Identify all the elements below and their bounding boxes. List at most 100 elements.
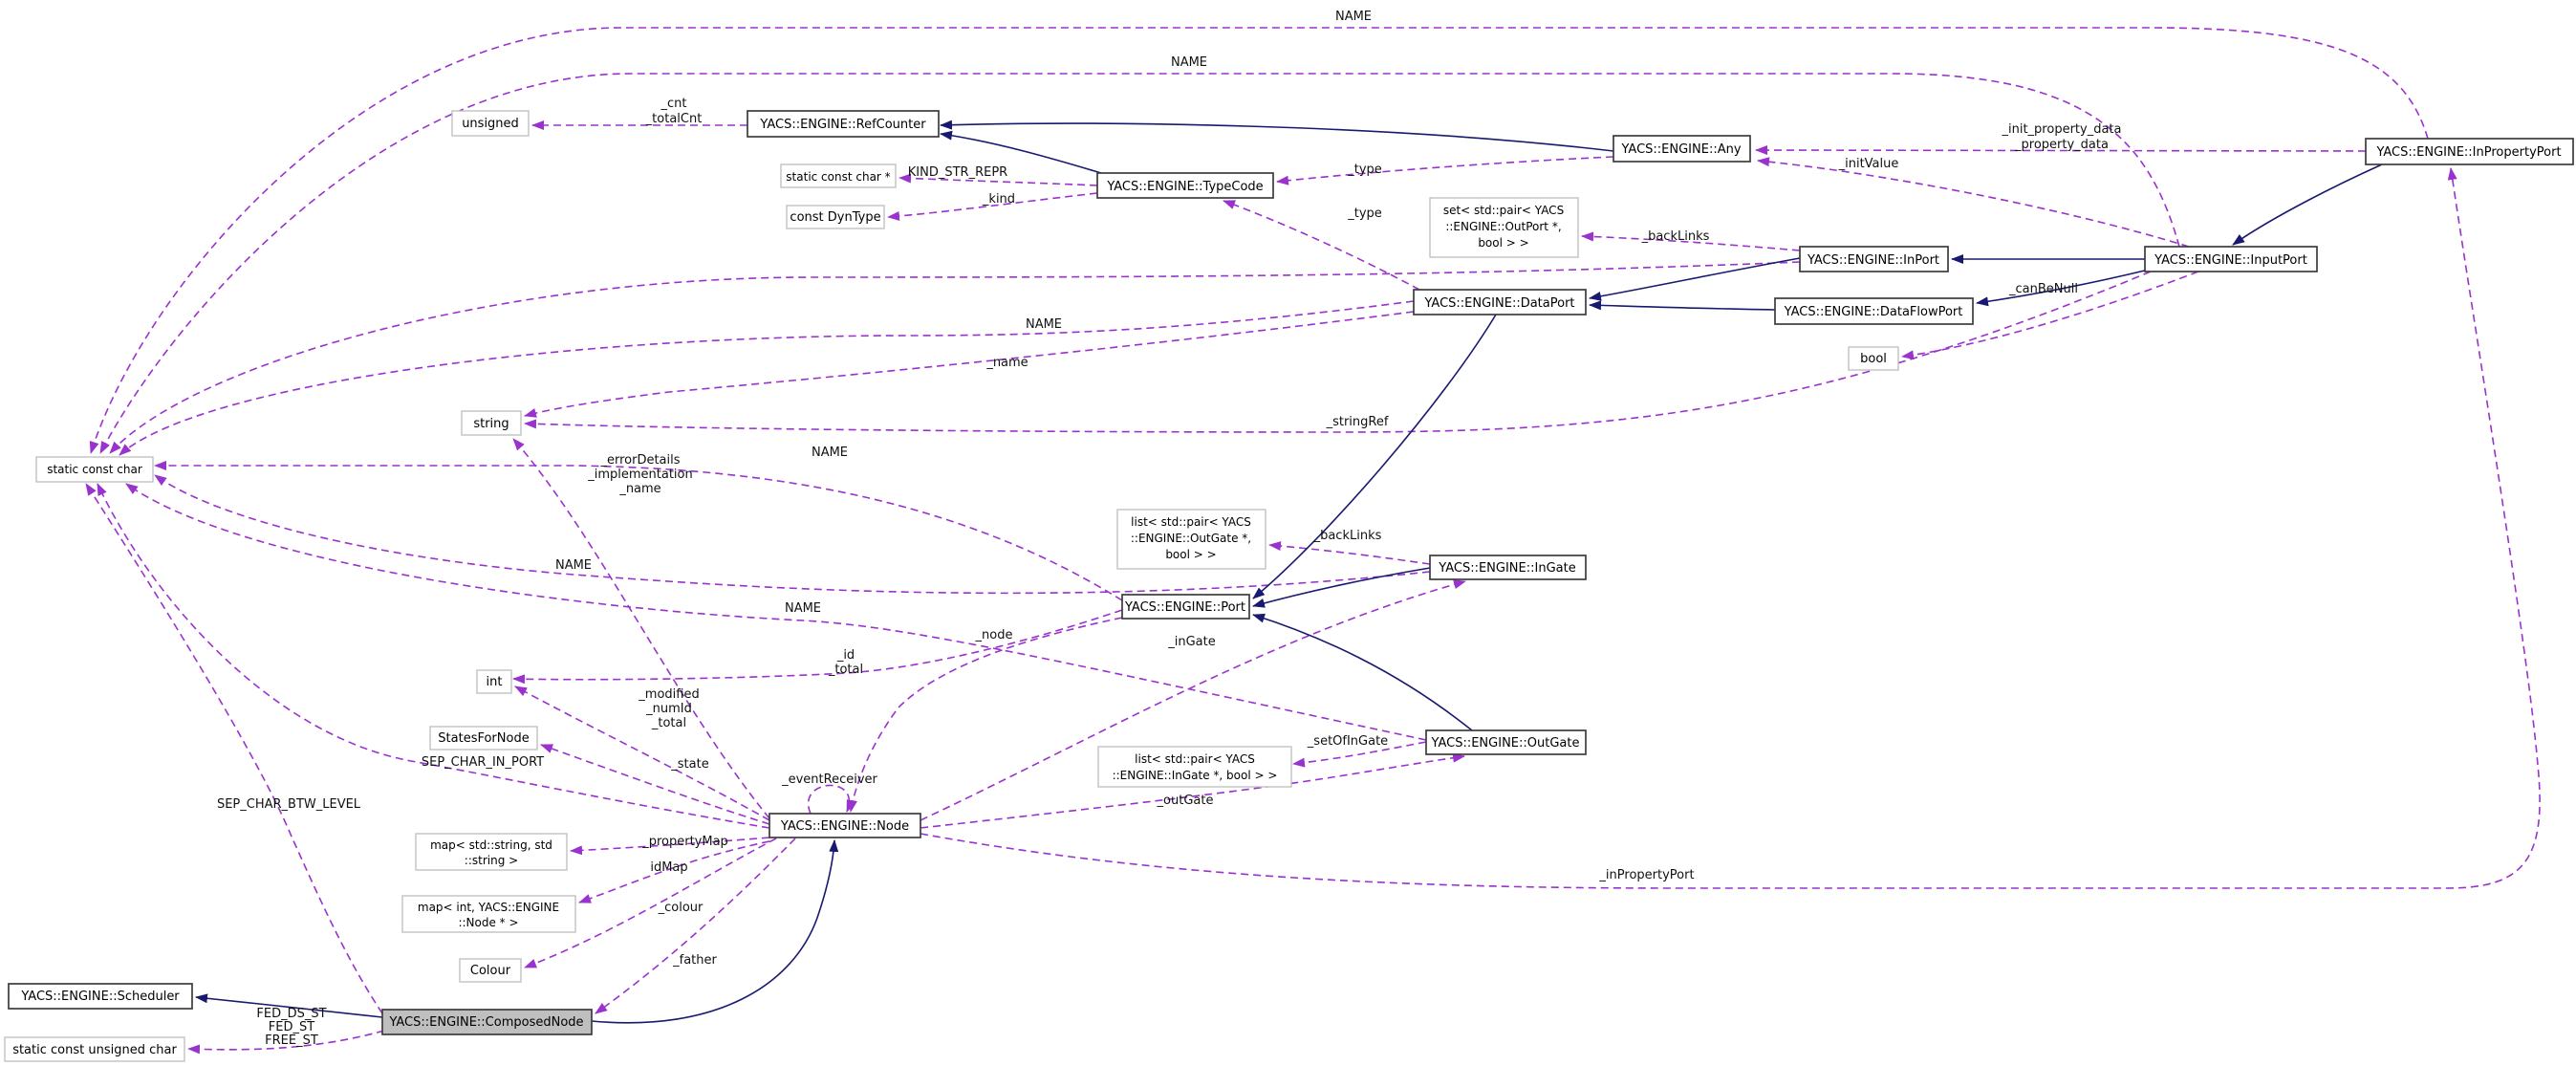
node-ingate[interactable]: YACS::ENGINE::InGate: [1429, 555, 1587, 580]
edge-label-init-property-data: _init_property_data: [2002, 122, 2122, 137]
edge-inpropertyport-ref: [920, 167, 2541, 889]
edge-labels: NAME NAME _cnt _totalCnt KIND_STR_REPR _…: [217, 10, 2122, 1048]
edge-stringref: [524, 271, 2152, 433]
node-static-const-unsigned-char: static const unsigned char: [4, 1036, 185, 1062]
edge-label-free-st: FREE_ST: [265, 1033, 318, 1048]
node-outgate[interactable]: YACS::ENGINE::OutGate: [1425, 729, 1587, 755]
node-int-label: int: [487, 675, 503, 689]
edge-label-setofingate: _setOfInGate: [1307, 734, 1388, 749]
node-statesfornode-label: StatesForNode: [438, 731, 529, 746]
edge-canbenull: [1901, 271, 2199, 360]
edge-label-property-data: _property_data: [2014, 138, 2109, 152]
node-static-const-unsigned-char-label: static const unsigned char: [12, 1043, 177, 1057]
edge-type-dataport: [1223, 200, 1420, 291]
node-set-outport-line2: ::ENGINE::OutPort *,: [1445, 220, 1561, 233]
edge-label-name-6: NAME: [785, 601, 821, 616]
node-list-outgate-line3: bool > >: [1165, 548, 1216, 561]
node-static-const-char-label: static const char: [47, 463, 142, 476]
node-typecode[interactable]: YACS::ENGINE::TypeCode: [1096, 172, 1274, 199]
edge-kind: [887, 192, 1098, 222]
node-static-const-char: static const char: [35, 456, 154, 483]
node-static-const-char-ptr-label: static const char *: [786, 170, 890, 184]
node-set-outport-line3: bool > >: [1478, 236, 1528, 250]
edge-label-propertymap: _propertyMap: [641, 835, 728, 849]
edge-label-sep-char-btw-level: SEP_CHAR_BTW_LEVEL: [217, 797, 361, 812]
node-outgate-label: YACS::ENGINE::OutGate: [1431, 736, 1580, 751]
edge-label-kind-str-repr: KIND_STR_REPR: [908, 165, 1007, 180]
node-list-ingate-line1: list< std::pair< YACS: [1135, 752, 1255, 766]
node-port[interactable]: YACS::ENGINE::Port: [1121, 594, 1250, 620]
node-any[interactable]: YACS::ENGINE::Any: [1613, 135, 1751, 163]
node-list-outgate-line2: ::ENGINE::OutGate *,: [1131, 532, 1251, 545]
node-dataport[interactable]: YACS::ENGINE::DataPort: [1413, 289, 1587, 315]
edge-label-ingate: _inGate: [1167, 635, 1216, 649]
node-set-outport: set< std::pair< YACS ::ENGINE::OutPort *…: [1429, 197, 1579, 258]
edge-eventreceiver-loop: [807, 784, 856, 815]
node-map-int-node: map< int, YACS::ENGINE ::Node * >: [401, 895, 576, 933]
node-statesfornode: StatesForNode: [429, 726, 538, 751]
edge-label-name-2: NAME: [1171, 55, 1207, 70]
node-dataport-label: YACS::ENGINE::DataPort: [1423, 296, 1574, 311]
node-scheduler[interactable]: YACS::ENGINE::Scheduler: [8, 983, 193, 1010]
edge-label-numid: _numId: [645, 702, 692, 716]
edge-label-idmap: idMap: [650, 860, 687, 875]
node-port-label: YACS::ENGINE::Port: [1124, 600, 1245, 615]
node-map-int-node-line2: ::Node * >: [458, 916, 518, 929]
edge-label-backlinks-2: _backLinks: [1313, 529, 1382, 543]
node-inport-label: YACS::ENGINE::InPort: [1807, 253, 1939, 268]
usage-edges: [85, 27, 2541, 1055]
edge-label-name-member: _name: [985, 356, 1028, 370]
edge-label-totalcnt: _totalCnt: [645, 112, 703, 126]
node-scheduler-label: YACS::ENGINE::Scheduler: [20, 990, 180, 1004]
node-ingate-label: YACS::ENGINE::InGate: [1438, 561, 1575, 576]
edge-label-implementation: _implementation: [587, 468, 693, 482]
edge-inputport-dataflowport: [1976, 269, 2150, 307]
edge-ingate-port: [1252, 567, 1431, 608]
node-string: string: [461, 410, 522, 436]
node-inputport[interactable]: YACS::ENGINE::InputPort: [2144, 246, 2318, 272]
edge-init-property-data: [1755, 145, 2367, 156]
edge-typecode-refcounter: [940, 130, 1124, 181]
node-int: int: [476, 669, 512, 694]
node-inport[interactable]: YACS::ENGINE::InPort: [1799, 246, 1949, 272]
edge-name-string: [524, 311, 1415, 418]
edge-name-port: [154, 461, 1123, 601]
edge-label-total-1: _total: [828, 663, 863, 677]
edge-dataflowport-dataport: [1589, 300, 1776, 311]
node-unsigned: unsigned: [451, 110, 530, 137]
edge-name-inputport: [99, 73, 2180, 454]
edge-label-errordetails: _errorDetails: [599, 453, 680, 468]
node-node[interactable]: YACS::ENGINE::Node: [768, 813, 921, 838]
node-map-string-line1: map< std::string, std: [430, 838, 552, 852]
edge-backlinks-inport: [1581, 231, 1801, 251]
edge-label-canbenull: _canBeNull: [2008, 282, 2078, 296]
edge-idmap: [578, 840, 770, 903]
node-bool: bool: [1848, 346, 1899, 371]
edge-type-any: [1276, 156, 1614, 185]
edge-label-sep-char-in-port: SEP_CHAR_IN_PORT: [422, 755, 544, 770]
node-inpropertyport-label: YACS::ENGINE::InPropertyPort: [2375, 145, 2561, 160]
node-inpropertyport[interactable]: YACS::ENGINE::InPropertyPort: [2365, 138, 2574, 165]
edge-label-name-4: NAME: [812, 446, 848, 460]
node-dataflowport[interactable]: YACS::ENGINE::DataFlowPort: [1774, 297, 1974, 325]
edge-label-state: _state: [670, 757, 708, 772]
edge-label-type-1: _type: [1347, 163, 1382, 177]
node-string-label: string: [473, 417, 509, 431]
edge-backlinks-ingate: [1268, 541, 1431, 565]
edge-label-initvalue: _initValue: [1838, 157, 1899, 171]
edge-name-ingate: [154, 474, 1431, 595]
node-composednode[interactable]: YACS::ENGINE::ComposedNode: [381, 1009, 593, 1035]
edge-id-total: [512, 609, 1123, 685]
node-refcounter[interactable]: YACS::ENGINE::RefCounter: [747, 110, 940, 138]
edge-state: [540, 744, 770, 825]
edge-propertymap: [570, 837, 770, 856]
edge-label-name-5: NAME: [555, 558, 592, 573]
edge-label-eventreceiver: _eventReceiver: [781, 772, 877, 787]
node-list-outgate-line1: list< std::pair< YACS: [1131, 515, 1251, 529]
edge-outgate-port: [1252, 613, 1473, 731]
edge-label-total-2: _total: [651, 716, 686, 730]
node-refcounter-label: YACS::ENGINE::RefCounter: [759, 118, 926, 132]
node-map-string: map< std::string, std ::string >: [415, 833, 568, 871]
node-composednode-label: YACS::ENGINE::ComposedNode: [388, 1015, 583, 1030]
